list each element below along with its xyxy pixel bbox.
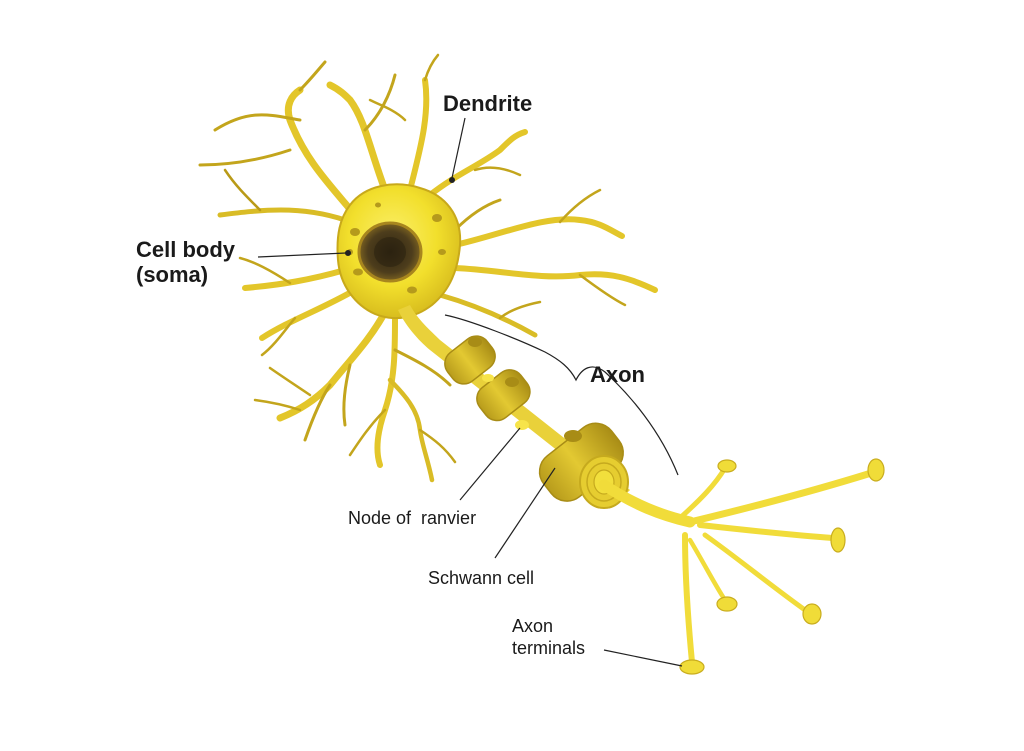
dendrite-branch (578, 273, 627, 307)
dendrite-branch (452, 265, 658, 293)
schwann-nucleus (564, 430, 582, 442)
axon-terminal-bulb (802, 603, 822, 625)
dendrite-branch (259, 287, 358, 341)
node-of-ranvier-marker (482, 374, 494, 382)
organelle (432, 214, 442, 222)
organelle (350, 228, 360, 236)
dendrite-branch (326, 81, 389, 194)
myelin-sheath-segment (444, 335, 496, 385)
dendrite-branch (223, 168, 262, 212)
axon-terminal-branch (697, 522, 836, 541)
dendrite-branch (393, 348, 452, 387)
dendrite-leader-line (451, 117, 466, 179)
label-soma: (soma) (136, 262, 208, 287)
dendrite-branch (253, 398, 302, 412)
dendrite-branch (242, 267, 348, 291)
dendrite-branch (284, 86, 359, 219)
axon (398, 305, 630, 509)
dendrite-branch (213, 113, 302, 132)
cell-body-soma (336, 183, 462, 320)
nucleolus (374, 237, 406, 267)
label-axon: Axon (590, 362, 645, 387)
dendrite-branch (498, 300, 542, 320)
dendrite-branch (363, 73, 397, 132)
axon-terminal-bulb (867, 458, 885, 482)
dendrite-branch (303, 383, 332, 442)
cell-body-leader-dot (345, 250, 351, 256)
dendrite-branch (452, 216, 625, 248)
dendrite-branch (558, 188, 602, 224)
label-dendrite: Dendrite (443, 91, 532, 116)
label-schwann-cell: Schwann cell (428, 568, 534, 588)
dendrite-branch (268, 366, 312, 397)
dendrite-branch (348, 408, 387, 457)
dendrite-branch (473, 166, 522, 177)
organelle (438, 249, 446, 255)
axon-terminals (598, 458, 885, 675)
organelle (407, 286, 417, 294)
dendrite-branch (387, 377, 435, 483)
dendrite-branch (374, 315, 398, 468)
dendrite-branch (437, 292, 538, 338)
axon-terminal-bulb (679, 659, 705, 675)
axon-terminal-bulb (717, 459, 737, 473)
dendrite-branch (368, 98, 407, 122)
node-of-ranvier-marker (515, 420, 529, 430)
schwann-cell-leader-line (494, 467, 556, 559)
organelle (375, 202, 381, 208)
axon-terminal-branch (677, 465, 728, 521)
dendrite-branch (238, 256, 292, 285)
axon-terminal-branch (687, 537, 728, 603)
label-node-of-ranvier: Node of ranvier (348, 508, 476, 528)
dendrite-branch (423, 53, 440, 82)
dendrite-branch (198, 148, 292, 167)
schwann-nucleus (505, 377, 519, 387)
dendrite-branch (342, 363, 352, 427)
dendrite-branch (217, 207, 348, 223)
axon-terminal-bulb (716, 596, 738, 612)
cell-body-leader-line (257, 252, 347, 258)
dendrite-branch (276, 308, 389, 422)
axon-terminal-branch (686, 470, 872, 526)
dendrite-branch (260, 316, 297, 357)
dendrite-branch (298, 60, 327, 92)
axon-terminal-bulb (830, 527, 846, 553)
schwann-nucleus (468, 337, 482, 347)
axon-brace (444, 314, 679, 476)
dendrite-branch (407, 77, 430, 193)
dendrite-leader-dot (449, 177, 455, 183)
axon-terminal-branch (682, 532, 695, 665)
node-of-ranvier-leader-line (459, 427, 521, 501)
axon-terminals-leader-line (603, 649, 683, 667)
label-axon-terminals-line2: terminals (512, 638, 585, 658)
dendrite-branch (427, 129, 528, 198)
label-cell-body: Cell body (136, 237, 236, 262)
myelin-cross-section-ring (586, 462, 622, 502)
dendrite-branch (418, 428, 457, 464)
organelle (353, 268, 363, 276)
dendrite-branch (453, 198, 502, 232)
axon-terminal-branch (702, 532, 808, 613)
label-axon-terminals-line1: Axon (512, 616, 553, 636)
